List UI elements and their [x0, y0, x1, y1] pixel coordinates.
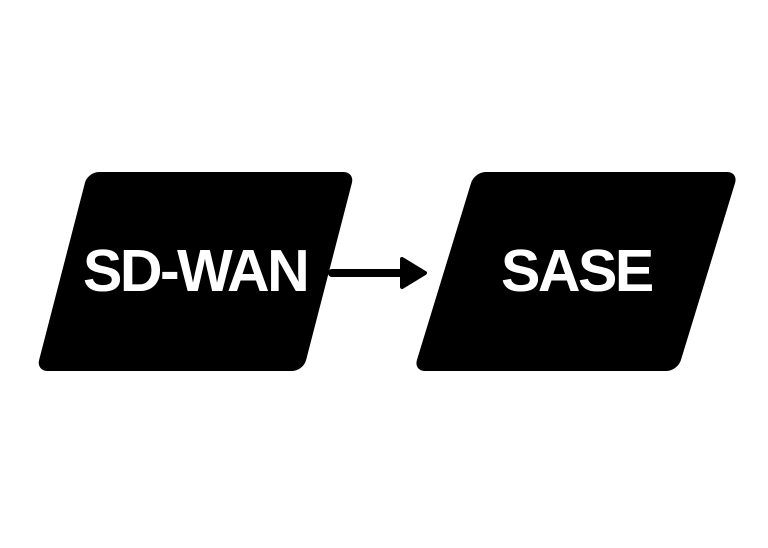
arrow-right-icon	[328, 257, 427, 289]
node-sase-label: SASE	[500, 238, 652, 304]
node-sase: SASE	[413, 172, 739, 371]
node-sd-wan-label: SD-WAN	[83, 238, 308, 304]
arrow-head	[400, 257, 427, 289]
node-sd-wan: SD-WAN	[36, 172, 355, 371]
